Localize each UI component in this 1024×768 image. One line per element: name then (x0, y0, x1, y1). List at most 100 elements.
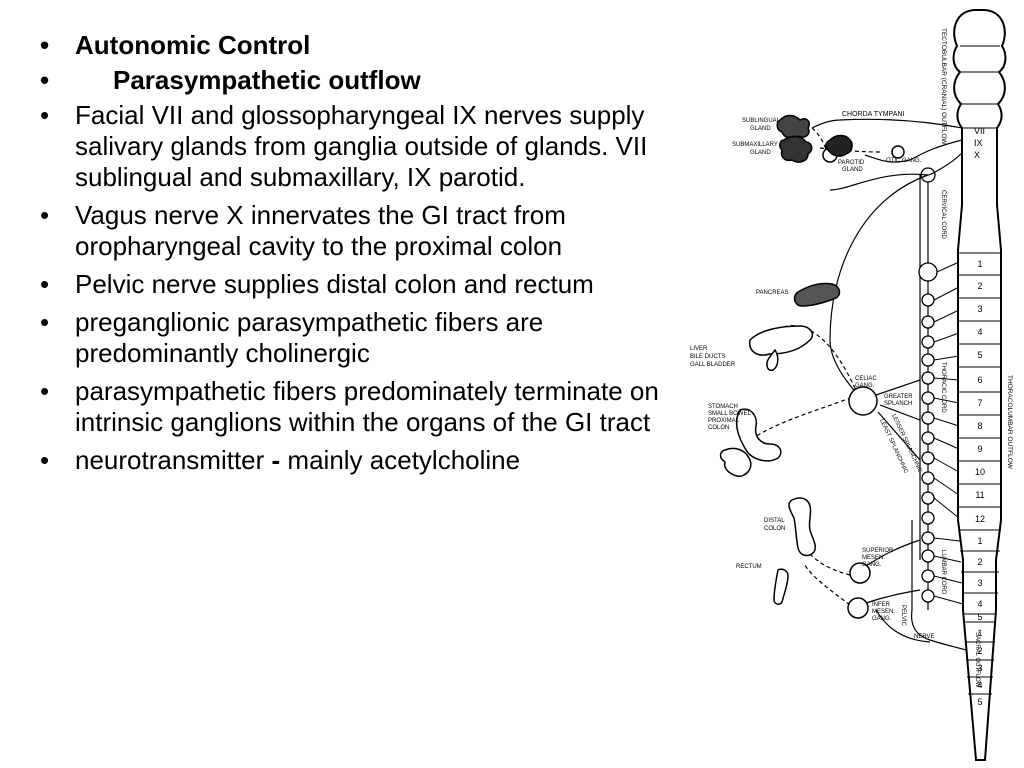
label-cervical: CERVICAL CORD (940, 190, 946, 240)
bullet-dash: - (271, 445, 281, 475)
bullet-autonomic-control: Autonomic Control (38, 30, 688, 61)
bullet-text-before: neurotransmitter (75, 445, 272, 475)
label-celiac-gang: GANG. (855, 383, 875, 389)
label-parotid-gland: GLAND (842, 167, 863, 173)
label-celiac: CELIAC (855, 376, 877, 382)
label-bile-ducts: BILE DUCTS (690, 354, 725, 360)
thoracic-num: 3 (977, 304, 982, 314)
sacral-num: 5 (977, 697, 982, 707)
thoracic-num: 5 (977, 350, 982, 360)
organ-shapes (719, 114, 853, 605)
label-gall-bladder: GALL BLADDER (690, 362, 736, 368)
gall-bladder-shape (766, 348, 779, 372)
bullet-text: Vagus nerve X innervates the GI tract fr… (75, 200, 566, 261)
label-cn-x: X (974, 150, 980, 160)
bullet-text: Autonomic Control (75, 30, 311, 60)
label-pancreas: PANCREAS (756, 290, 789, 296)
label-sacral-outflow: SACRAL OUTFLOW (974, 632, 980, 688)
label-distal-colon: COLON (764, 526, 785, 532)
label-small-bowel: SMALL BOWEL (708, 411, 751, 417)
segment-numbers: 1 2 3 4 5 6 7 8 9 10 11 12 1 2 3 4 5 1 2… (975, 259, 985, 707)
label-distal: DISTAL (764, 518, 785, 524)
bullet-intrinsic-ganglions: parasympathetic fibers predominately ter… (38, 376, 688, 438)
distal-colon-shape (788, 497, 817, 557)
thoracic-num: 9 (977, 444, 982, 454)
label-stomach: STOMACH (708, 404, 738, 410)
bullet-text: Pelvic nerve supplies distal colon and r… (75, 269, 594, 299)
label-otic: OTIC GANG. (886, 158, 922, 164)
prevertebral-ganglia (822, 145, 905, 619)
label-liver: LIVER (690, 346, 708, 352)
sacral-num: 4 (977, 680, 982, 690)
bullet-text: Facial VII and glossopharyngeal IX nerve… (75, 100, 648, 192)
ramus-lines (933, 261, 964, 605)
label-sublingual-gland: GLAND (750, 126, 771, 132)
label-greater: GREATER (884, 394, 913, 400)
label-thoracolumbar: THORACOLUMBAR OUTFLOW (1006, 375, 1013, 470)
label-least-splanchnic: LEAST SPLANCHNIC (878, 418, 909, 475)
submaxillary-gland-shape (779, 135, 813, 163)
label-rectum: RECTUM (736, 564, 762, 570)
label-cn-ix: IX (974, 138, 983, 148)
sublingual-gland-shape (776, 114, 811, 139)
bullet-vagus-nerve: Vagus nerve X innervates the GI tract fr… (38, 200, 688, 262)
parasympathetic-diagram: TECTOBULBAR (CRANIAL) OUTFLOW CHORDA TYM… (690, 9, 1013, 761)
bullet-text-after: mainly acetylcholine (280, 445, 521, 475)
lumbar-num: 1 (977, 536, 982, 546)
label-lumbar-cord: LUMBAR CORD (940, 550, 946, 595)
lumbar-num: 5 (977, 612, 982, 622)
label-superior-mesen: MESEN. (862, 555, 885, 561)
parotid-gland-shape (825, 134, 853, 157)
bullet-pelvic-nerve: Pelvic nerve supplies distal colon and r… (38, 269, 688, 300)
label-submaxillary-gland: GLAND (750, 150, 771, 156)
small-bowel-shape (719, 447, 752, 477)
label-infer-gang: GANG. (872, 616, 892, 622)
label-tectobulbar: TECTOBULBAR (CRANIAL) OUTFLOW (940, 28, 947, 145)
bullet-facial-glossopharyngeal: Facial VII and glossopharyngeal IX nerve… (38, 100, 688, 193)
thoracic-num: 8 (977, 421, 982, 431)
label-superior-gang: GANG. (862, 562, 882, 568)
bullet-parasympathetic-outflow: Parasympathetic outflow (38, 65, 688, 96)
thoracic-num: 12 (975, 514, 985, 524)
bullet-text: preganglionic parasympathetic fibers are… (75, 307, 544, 368)
label-splanch: SPLANCH (884, 401, 912, 407)
sacral-num: 1 (977, 628, 982, 638)
label-sublingual: SUBLINGUAL (742, 118, 781, 124)
label-colon: COLON (708, 425, 729, 431)
label-infer: INFER (872, 602, 891, 608)
lumbar-num: 4 (977, 599, 982, 609)
label-submaxillary: SUBMAXILLARY (732, 142, 778, 148)
thoracic-num: 10 (975, 467, 985, 477)
label-cn-vii: VII (974, 126, 985, 136)
label-pelvic: PELVIC (900, 605, 906, 627)
lumbar-num: 3 (977, 578, 982, 588)
segment-lines (959, 252, 1001, 695)
bullet-list: Autonomic Control Parasympathetic outflo… (38, 30, 688, 483)
bullet-text: parasympathetic fibers predominately ter… (75, 376, 659, 437)
thoracic-num: 2 (977, 281, 982, 291)
thoracic-num: 4 (977, 327, 982, 337)
label-nerve: NERVE (914, 634, 935, 640)
thoracic-num: 1 (977, 259, 982, 269)
lumbar-num: 2 (977, 557, 982, 567)
thoracic-num: 11 (975, 490, 984, 500)
label-proximal: PROXIMAL (708, 418, 740, 424)
spinal-cord (952, 9, 1007, 761)
label-infer-mesen: MESEN. (872, 609, 895, 615)
label-chorda-tympani: CHORDA TYMPANI (842, 111, 904, 118)
bullet-neurotransmitter: neurotransmitter - mainly acetylcholine (38, 445, 688, 476)
pancreas-shape (793, 282, 841, 307)
bullet-preganglionic-fibers: preganglionic parasympathetic fibers are… (38, 307, 688, 369)
thoracic-num: 6 (977, 375, 982, 385)
label-superior: SUPERIOR (862, 548, 894, 554)
label-parotid: PAROTID (838, 160, 865, 166)
thoracic-num: 7 (977, 398, 982, 408)
stomach-shape (735, 408, 782, 462)
label-thoracic-cord: THORACIC CORD (940, 362, 946, 413)
liver-shape (748, 325, 814, 356)
sacral-num: 3 (977, 663, 982, 673)
diagram-labels: TECTOBULBAR (CRANIAL) OUTFLOW CHORDA TYM… (690, 28, 1013, 688)
rectum-shape (773, 568, 789, 605)
bullet-text: Parasympathetic outflow (113, 65, 421, 95)
sacral-num: 2 (977, 646, 982, 656)
